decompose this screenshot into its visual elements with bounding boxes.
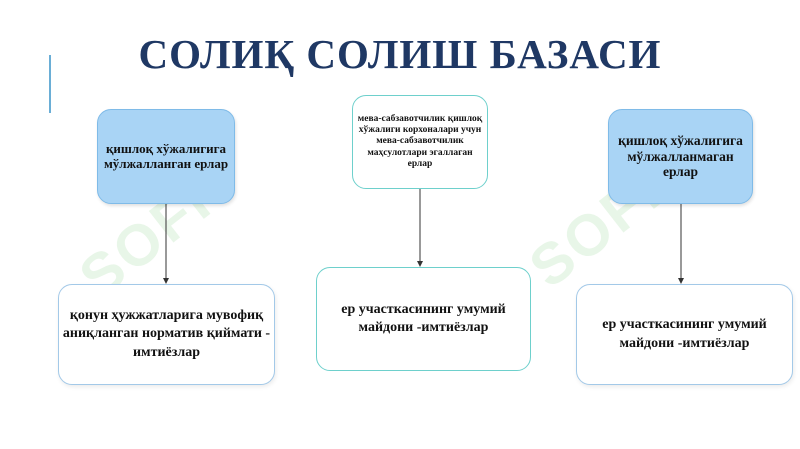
box-total-area-right: ер участкасининг умумий майдони -имтиёзл…	[576, 284, 793, 385]
box-orchard-lands-label: мева-сабзавотчилик қишлоқ хўжалиги корхо…	[357, 113, 483, 170]
box-agricultural-lands: қишлоқ хўжалигига мўлжалланган ерлар	[97, 109, 235, 204]
box-total-area-right-label: ер участкасининг умумий майдони -имтиёзл…	[602, 317, 767, 351]
box-orchard-lands: мева-сабзавотчилик қишлоқ хўжалиги корхо…	[352, 95, 488, 189]
box-agricultural-lands-label: қишлоқ хўжалигига мўлжалланган ерлар	[103, 140, 229, 171]
box-normative-value: қонун ҳужжатларига мувофиқ аниқланган но…	[58, 284, 275, 385]
box-total-area-center: ер участкасининг умумий майдони -имтиёзл…	[316, 267, 531, 371]
box-non-agricultural-lands: қишлоқ хўжалигига мўлжалланмаган ерлар	[608, 109, 753, 204]
slide-title: СОЛИҚ СОЛИШ БАЗАСИ	[138, 31, 662, 77]
box-normative-value-label: қонун ҳужжатларига мувофиқ аниқланган но…	[62, 308, 271, 360]
accent-bar	[49, 55, 51, 113]
box-total-area-center-label: ер участкасининг умумий майдони -имтиёзл…	[341, 301, 506, 335]
box-non-agricultural-lands-label: қишлоқ хўжалигига мўлжалланмаган ерлар	[618, 133, 743, 180]
